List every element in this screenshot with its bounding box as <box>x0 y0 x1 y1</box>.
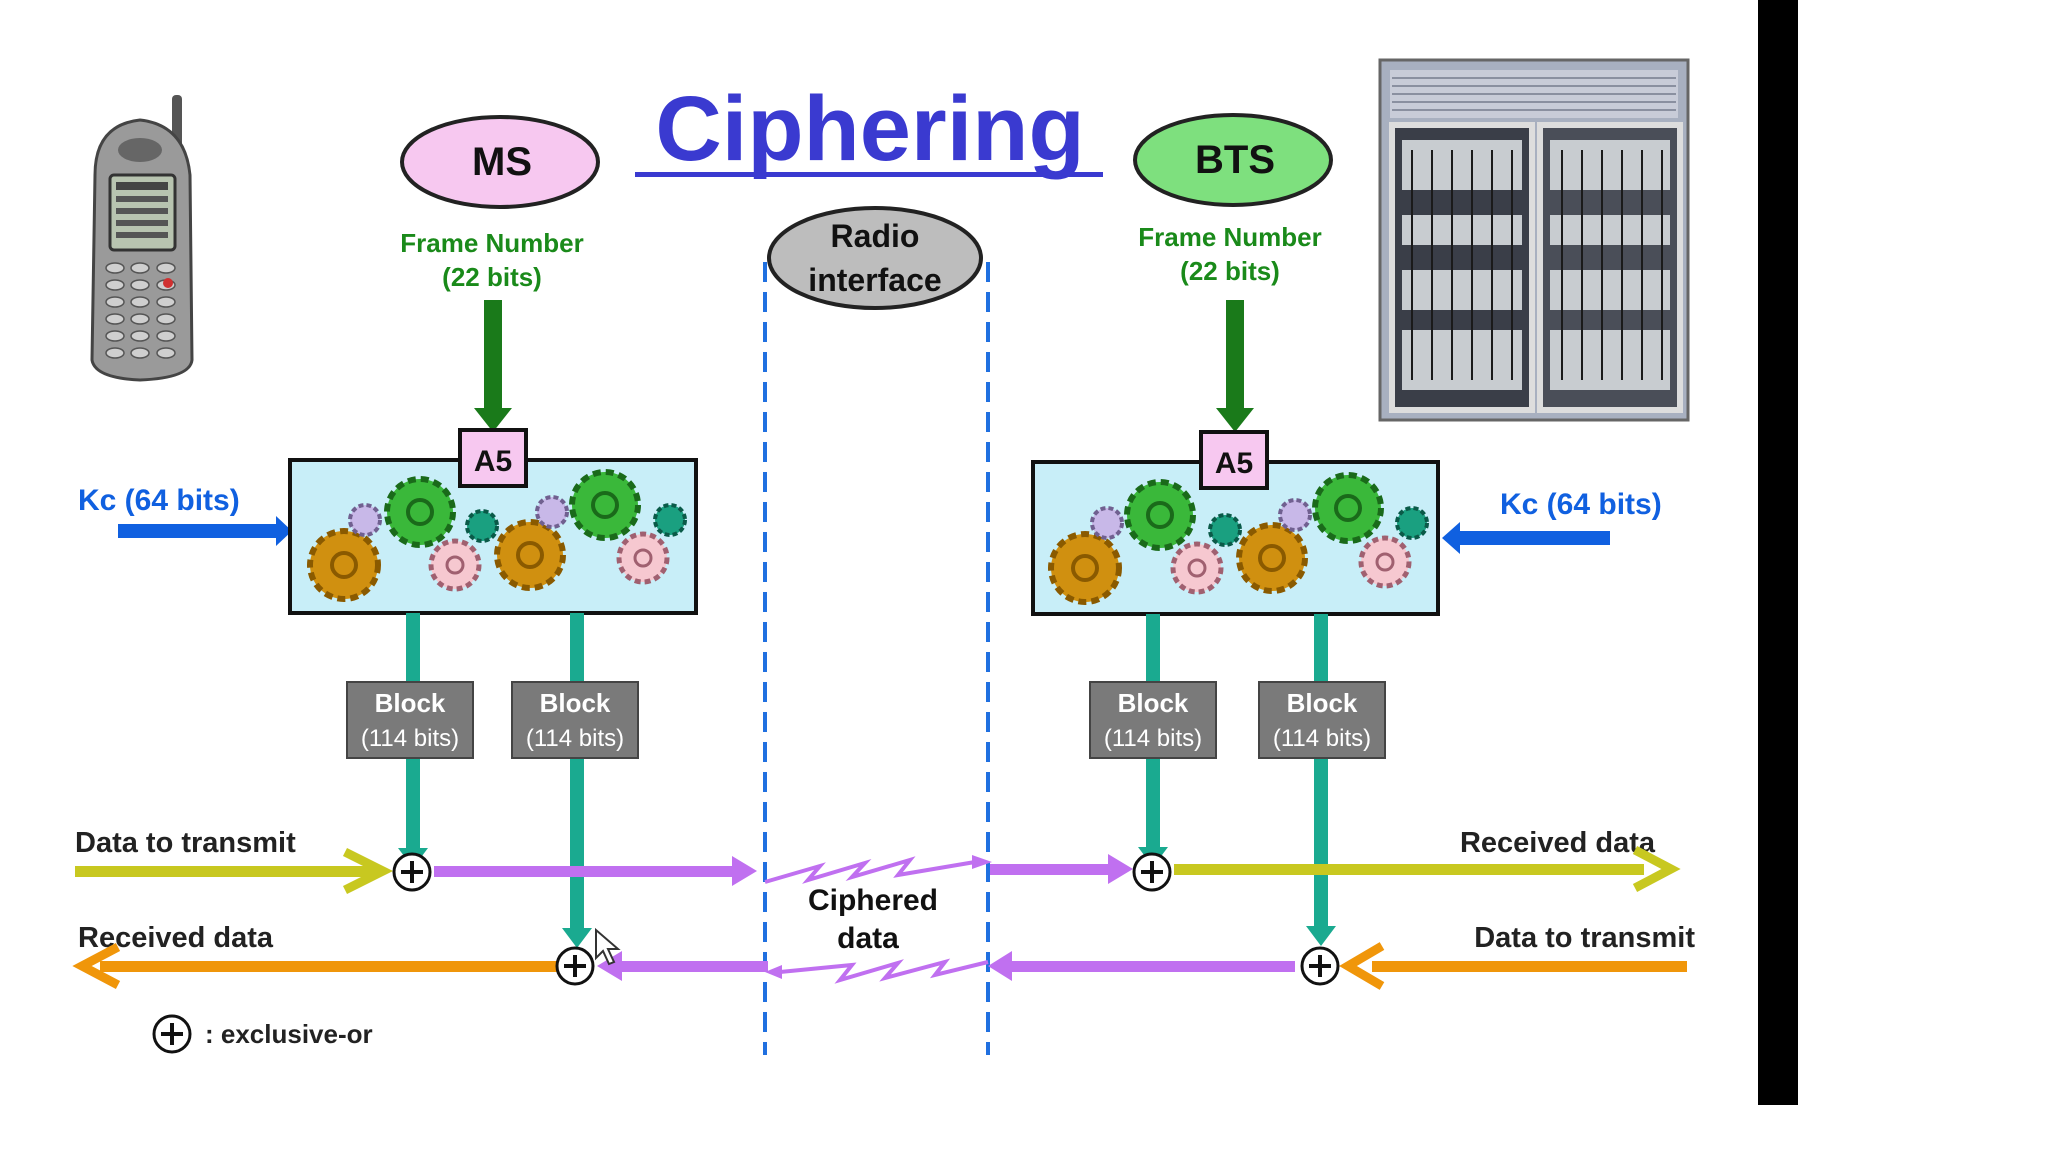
ms-kc-label: Kc (64 bits) <box>78 484 240 517</box>
svg-text:BTS: BTS <box>1195 138 1275 182</box>
bts-cabinet-image <box>1378 58 1690 422</box>
svg-text:A5: A5 <box>1215 447 1253 480</box>
xor-node-ms-encrypt <box>392 852 432 892</box>
ms-frame-bits: (22 bits) <box>442 262 542 292</box>
bts-label: BTS <box>1133 113 1333 207</box>
svg-text:(114 bits): (114 bits) <box>526 725 624 752</box>
mouse-cursor-icon <box>595 927 621 966</box>
radio-interface-label: Radio interface <box>767 206 983 310</box>
ciphered-zigzag-top <box>764 856 976 884</box>
video-side-bar <box>1758 0 1798 1105</box>
legend-text: : exclusive-or <box>205 1019 373 1049</box>
ms-frame-number: Frame Number <box>400 228 584 258</box>
bts-received-data: Received data <box>1460 827 1656 859</box>
bts-a5-generator: A5 <box>1031 430 1440 616</box>
legend: : exclusive-or <box>152 1014 373 1054</box>
xor-node-bts-encrypt <box>1300 946 1340 986</box>
ms-block-1: Block (114 bits) <box>346 681 474 759</box>
bts-block-2: Block (114 bits) <box>1258 681 1386 759</box>
svg-text:Block: Block <box>540 688 611 718</box>
ms-data-to-transmit: Data to transmit <box>75 827 296 859</box>
bts-kc-label: Kc (64 bits) <box>1500 488 1662 521</box>
bts-frame-bits: (22 bits) <box>1180 256 1280 286</box>
svg-text:(114 bits): (114 bits) <box>1104 725 1202 752</box>
ciphered-data-label: Ciphered <box>808 884 938 917</box>
ms-block-2: Block (114 bits) <box>511 681 639 759</box>
bts-block-1: Block (114 bits) <box>1089 681 1217 759</box>
ms-label: MS <box>400 115 600 209</box>
diagram-title: Ciphering <box>655 78 1084 180</box>
svg-text:Block: Block <box>1118 688 1189 718</box>
svg-text:Block: Block <box>1287 688 1358 718</box>
bts-data-to-transmit: Data to transmit <box>1474 922 1695 954</box>
xor-node-ms-decrypt <box>555 946 595 986</box>
title-underline <box>635 172 1103 177</box>
svg-text:interface: interface <box>808 262 941 298</box>
xor-node-bts-decrypt <box>1132 852 1172 892</box>
svg-text:MS: MS <box>472 140 532 184</box>
bts-gears-image <box>1048 472 1429 605</box>
svg-text:(114 bits): (114 bits) <box>361 725 459 752</box>
mobile-phone-image <box>90 95 194 382</box>
svg-text:A5: A5 <box>474 445 512 478</box>
bts-frame-number: Frame Number <box>1138 222 1322 252</box>
ms-gears-image <box>307 469 687 602</box>
ciphered-data-label-2: data <box>837 922 899 955</box>
ciphered-zigzag-bottom <box>779 958 989 984</box>
svg-text:Radio: Radio <box>831 218 920 254</box>
xor-symbol-icon <box>152 1014 192 1054</box>
ms-a5-generator: A5 <box>288 428 698 615</box>
svg-text:Block: Block <box>375 688 446 718</box>
page-margin <box>1798 0 2048 1152</box>
svg-text:(114 bits): (114 bits) <box>1273 725 1371 752</box>
